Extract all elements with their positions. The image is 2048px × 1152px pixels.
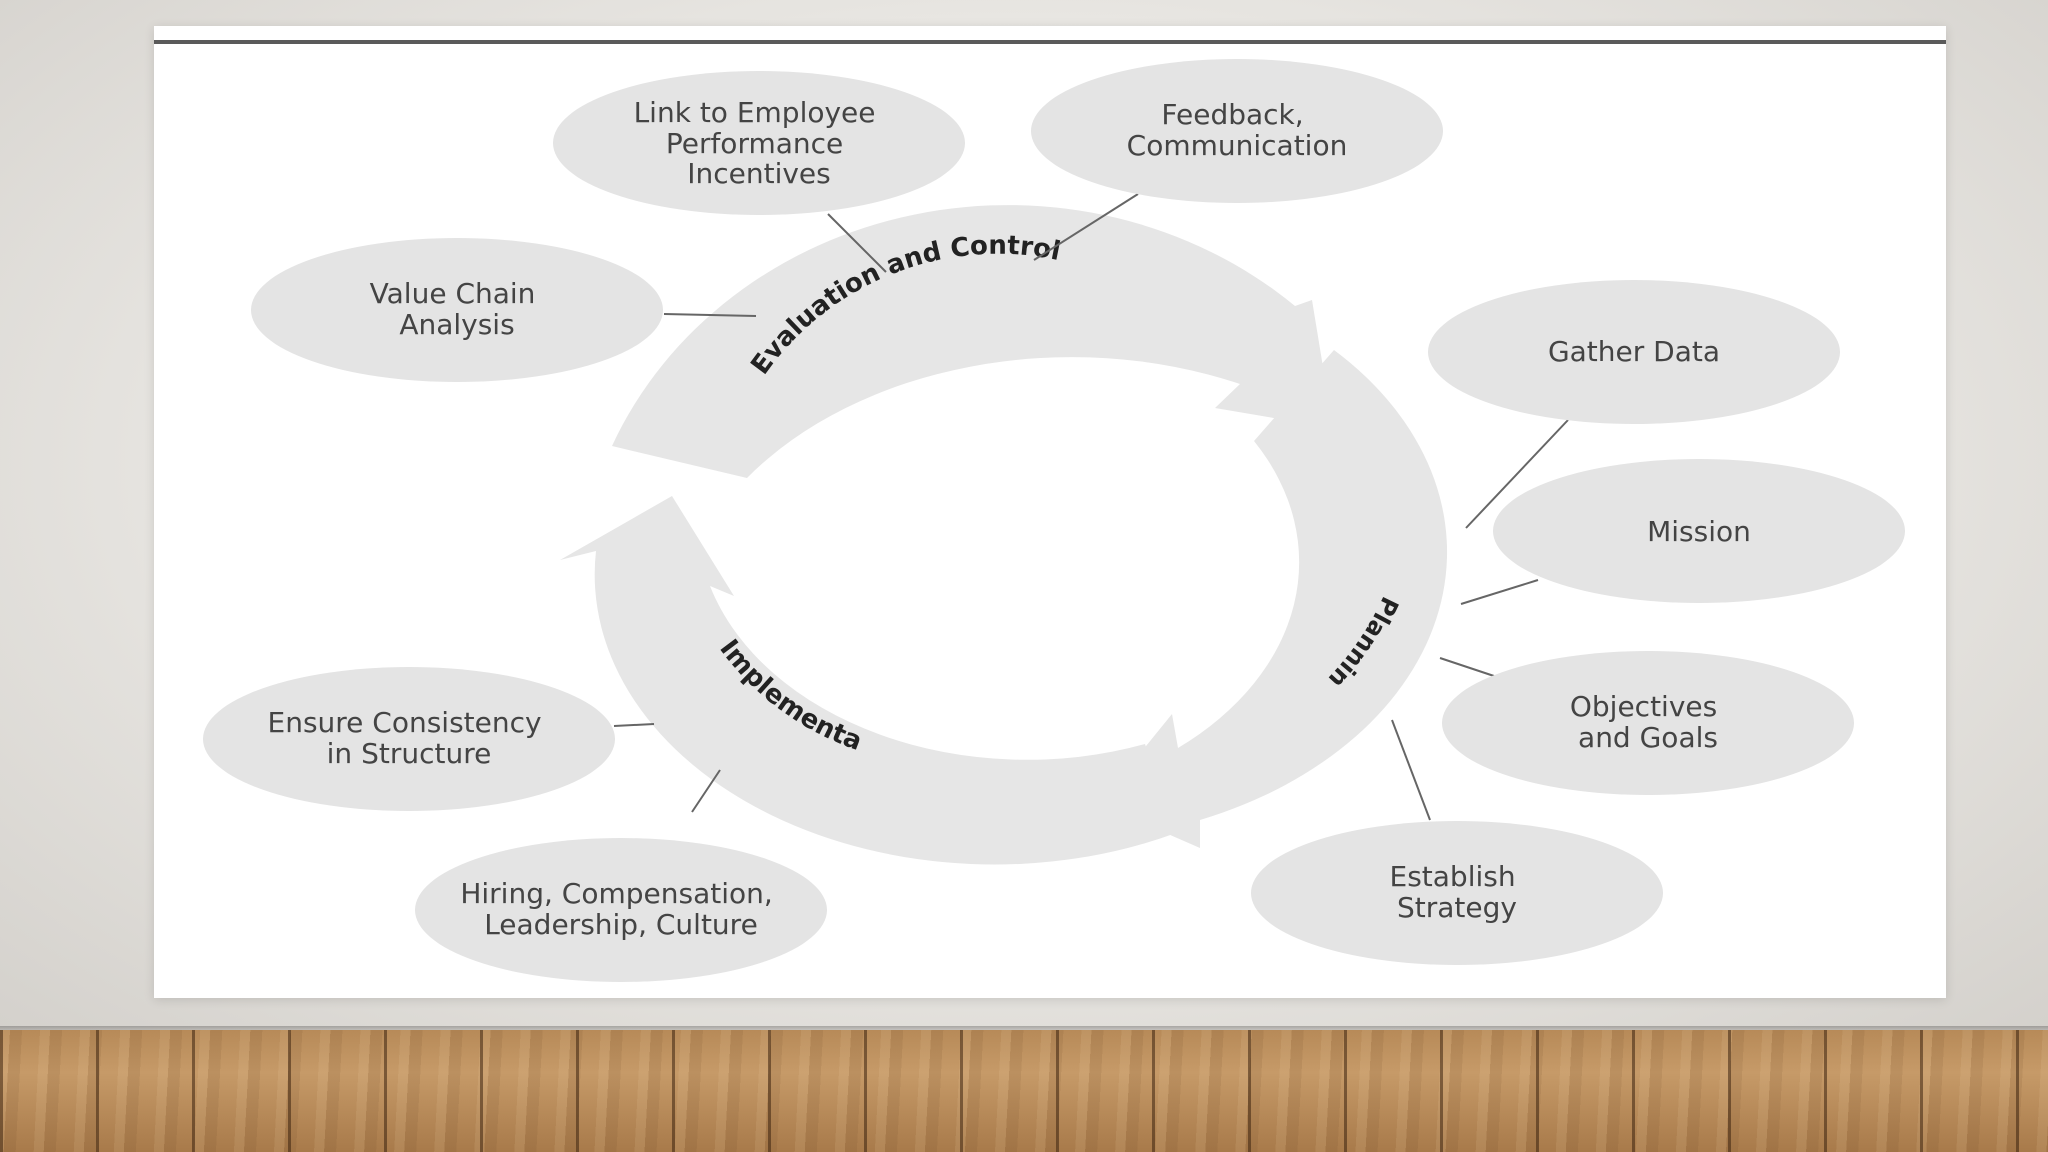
node-value-chain-label: Value Chain Analysis [370, 277, 545, 341]
connector-establish-strategy [1391, 719, 1431, 821]
node-mission-ellipse [1493, 459, 1905, 603]
node-mission-label: Mission [1647, 515, 1751, 548]
node-link-employee-ellipse [553, 71, 965, 215]
node-objectives-label: Objectives and Goals [1570, 690, 1726, 754]
connector-gather-data [1465, 419, 1569, 529]
wood-floor [0, 1030, 2048, 1152]
node-hiring-label: Hiring, Compensation, Leadership, Cultur… [460, 877, 781, 941]
connector-objectives [1439, 657, 1495, 677]
slide-title-rule [154, 40, 1946, 44]
implementation-arrow [560, 496, 1176, 865]
connector-ensure-consistency [613, 723, 655, 727]
slide: Evaluation and Control Implementation Pl… [154, 26, 1946, 998]
node-value-chain-ellipse [251, 238, 663, 382]
evaluation-arrow [612, 205, 1333, 479]
node-feedback-ellipse [1031, 59, 1443, 203]
connector-hiring [691, 769, 721, 813]
node-link-employee-label: Link to Employee Performance Incentives [634, 96, 885, 190]
connector-lines [613, 193, 1569, 821]
planning-arrow [1099, 350, 1448, 848]
connector-mission [1460, 579, 1539, 605]
node-ellipses [203, 59, 1905, 982]
connector-value-chain [663, 313, 757, 317]
node-gather-data-ellipse [1428, 280, 1840, 424]
connector-feedback [1033, 193, 1139, 261]
strategic-management-cycle-diagram: Evaluation and Control Implementation Pl… [154, 26, 1905, 982]
node-establish-strategy-label: Establish Strategy [1390, 860, 1525, 924]
node-labels: Link to Employee Performance Incentives … [268, 96, 1751, 941]
node-hiring-ellipse [415, 838, 827, 982]
node-establish-strategy-ellipse [1251, 821, 1663, 965]
node-objectives-ellipse [1442, 651, 1854, 795]
cycle-ring [560, 205, 1448, 865]
node-ensure-consistency-label: Ensure Consistency in Structure [268, 706, 551, 770]
connector-link-employee [827, 213, 887, 273]
node-gather-data-label: Gather Data [1548, 335, 1720, 368]
node-ensure-consistency-ellipse [203, 667, 615, 811]
node-feedback-label: Feedback, Communication [1127, 98, 1348, 162]
